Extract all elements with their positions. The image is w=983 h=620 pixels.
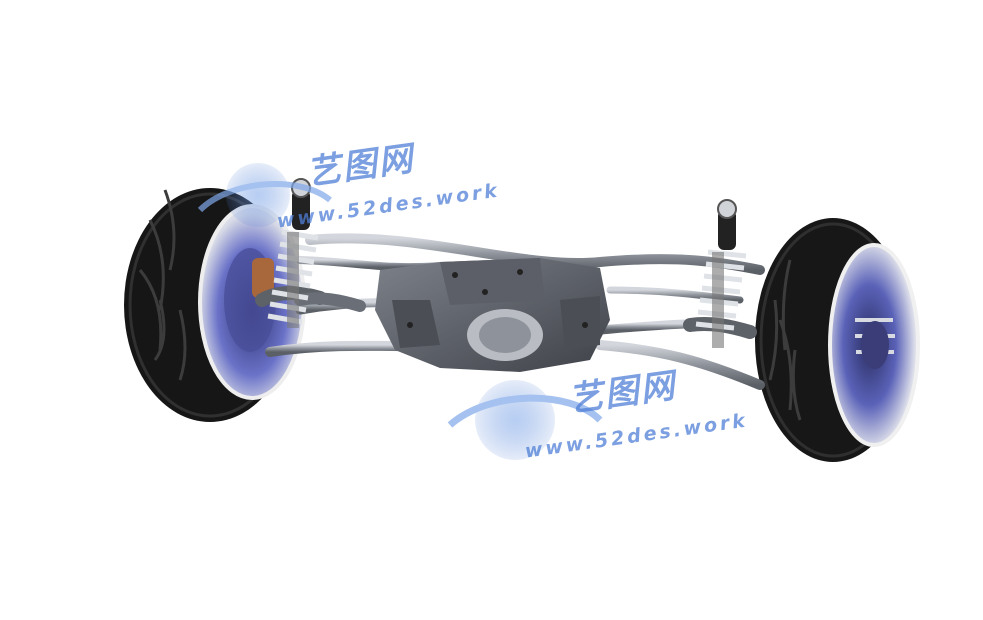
right-shock-absorber <box>695 199 747 348</box>
watermark-logo <box>197 163 603 460</box>
differential-subframe <box>375 258 610 372</box>
right-wheel <box>755 218 920 462</box>
